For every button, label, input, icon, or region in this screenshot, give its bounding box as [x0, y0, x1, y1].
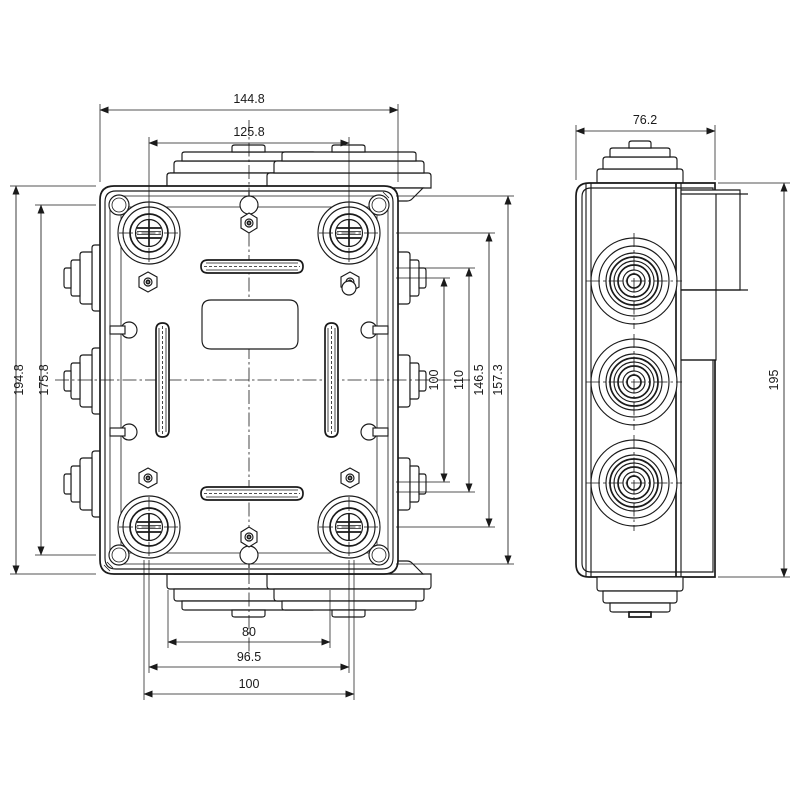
- side-knockout-3: [586, 435, 682, 531]
- slot-horizontal-bottom: [200, 486, 304, 501]
- dimension-label-195: 195: [767, 370, 781, 391]
- side-knockout-2: [586, 334, 682, 430]
- dimension-top-inner: 125.8: [148, 125, 350, 225]
- dimension-label-110: 110: [452, 370, 466, 390]
- dimension-right-4: 157.3: [396, 195, 514, 565]
- side-tabs: [109, 321, 389, 441]
- dimension-right-1: 100: [396, 277, 450, 483]
- side-view: [575, 140, 748, 618]
- top-view: [55, 120, 470, 660]
- center-panel: [201, 299, 299, 350]
- dimension-bottom-2: 96.5: [148, 560, 350, 673]
- dimension-annotations: 144.8 125.8 194.8 175.8 100: [10, 92, 790, 700]
- slot-vertical-right: [324, 322, 339, 438]
- dimension-side-height: 195: [718, 182, 790, 578]
- mounting-boss-bottom-right: [317, 495, 390, 566]
- dimension-label-76-2: 76.2: [633, 113, 657, 127]
- dimension-left-inner: 175.8: [35, 204, 96, 556]
- dimension-label-144-8: 144.8: [233, 92, 264, 106]
- dimension-right-2: 110: [396, 267, 475, 493]
- dimension-top-outer: 144.8: [99, 92, 399, 182]
- dimension-label-194-8: 194.8: [12, 364, 26, 395]
- dimension-bottom-3: 100: [143, 560, 355, 700]
- mounting-boss-top-left: [108, 194, 181, 265]
- slot-horizontal-top: [200, 259, 304, 274]
- slot-vertical-left: [155, 322, 170, 438]
- horizontal-slots: [200, 259, 304, 501]
- dimension-label-96-5: 96.5: [237, 650, 261, 664]
- corner-mark: [103, 561, 114, 572]
- dimension-label-175-8: 175.8: [37, 364, 51, 395]
- center-bottom-features: [239, 526, 259, 568]
- dimension-label-125-8: 125.8: [233, 125, 264, 139]
- dimension-right-3: 146.5: [396, 232, 495, 528]
- dimension-bottom-1: 80: [167, 590, 331, 648]
- side-bottom-knockout: [596, 576, 684, 618]
- hex-right-upper: [341, 280, 357, 296]
- dimension-label-146-5: 146.5: [472, 364, 486, 395]
- vertical-slots: [155, 322, 339, 438]
- dimension-label-157-3: 157.3: [491, 364, 505, 395]
- dimension-label-100-bottom: 100: [239, 677, 260, 691]
- mounting-boss-bottom-left: [108, 495, 181, 566]
- side-knockout-1: [586, 233, 682, 329]
- dimension-label-100-right: 100: [427, 370, 441, 391]
- dimension-label-80: 80: [242, 625, 256, 639]
- dimension-left-outer: 194.8: [10, 185, 96, 575]
- side-top-knockout: [596, 140, 684, 184]
- hex-screw-tl: [138, 271, 158, 293]
- center-top-features: [239, 192, 259, 234]
- small-screw-features: [138, 192, 360, 568]
- hex-screw-br: [340, 467, 360, 489]
- hex-screw-bl: [138, 467, 158, 489]
- side-view-knockouts: [586, 233, 682, 531]
- corner-mounting-bosses: [108, 194, 390, 566]
- corner-mark-2: [382, 191, 390, 199]
- dimension-side-width: 76.2: [575, 113, 716, 180]
